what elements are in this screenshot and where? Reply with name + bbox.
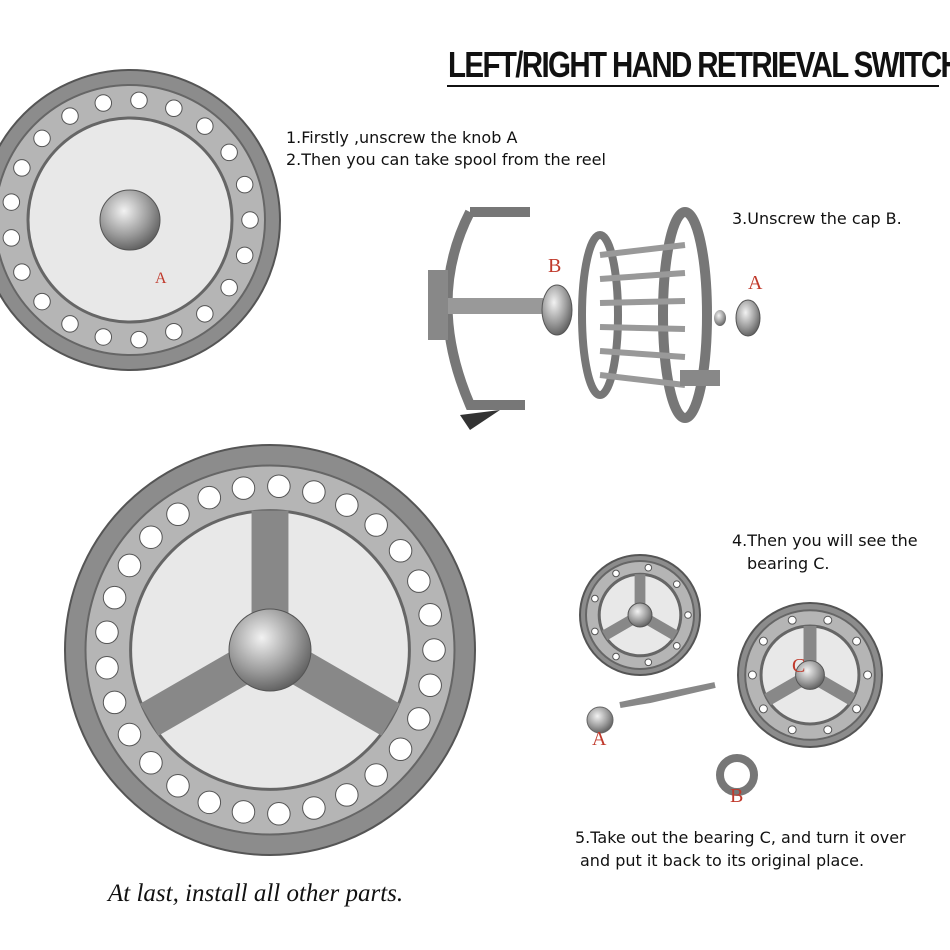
step-5-line2: and put it back to its original place. [580, 851, 865, 870]
label-knob-a-exploded: A [748, 272, 763, 294]
label-part-b: B [730, 785, 744, 807]
reel-closeup-image [0, 69, 281, 371]
exploded-reel-image [428, 207, 761, 430]
page-title: LEFT/RIGHT HAND RETRIEVAL SWITCH [448, 44, 950, 85]
step-3: 3.Unscrew the cap B. [732, 209, 902, 228]
label-knob-a: A [155, 270, 167, 287]
step-2: 2.Then you can take spool from the reel [286, 150, 606, 169]
title-underline [447, 85, 939, 87]
step-4-line1: 4.Then you will see the [732, 531, 918, 550]
label-bearing-c: C [792, 655, 806, 677]
assembled-reel-image [64, 444, 476, 856]
label-cap-b: B [548, 255, 562, 277]
label-part-a: A [592, 728, 607, 750]
small-parts [586, 682, 758, 796]
final-instruction: At last, install all other parts. [108, 880, 404, 907]
step-4-line2: bearing C. [747, 554, 830, 573]
reel-spool-image [737, 602, 883, 748]
reel-frame-image [579, 554, 701, 676]
step-1: 1.Firstly ,unscrew the knob A [286, 128, 518, 147]
step-5-line1: 5.Take out the bearing C, and turn it ov… [575, 828, 906, 847]
